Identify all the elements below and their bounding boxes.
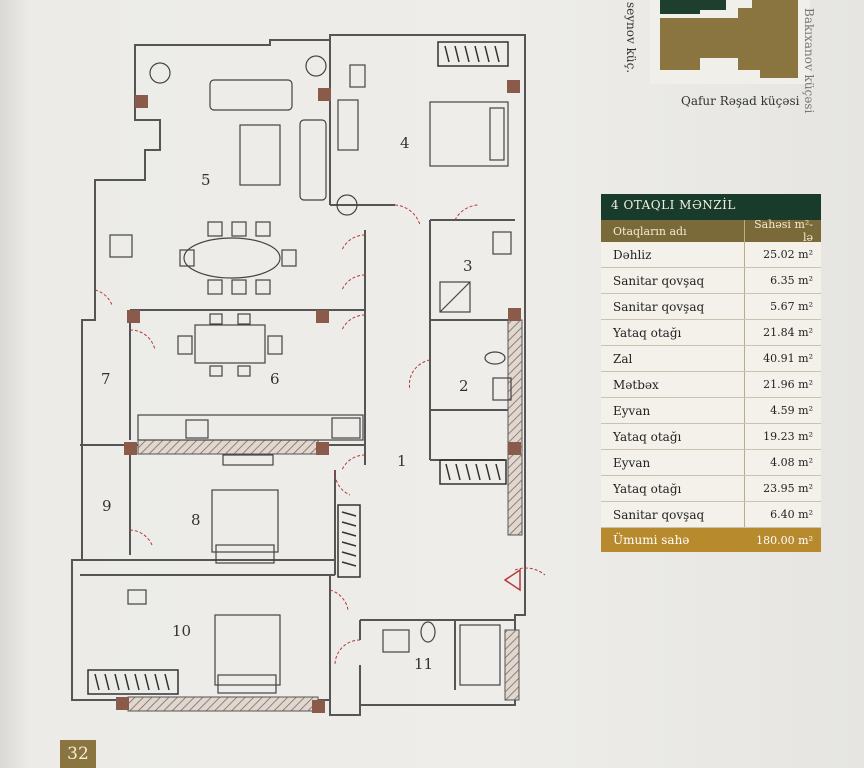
room-number-2: 2 (459, 377, 469, 395)
room-area-cell: 21.84 m² (744, 320, 821, 345)
table-header: Otaqların adı Sahəsi m²-lə (601, 218, 821, 244)
page-number: 32 (60, 740, 96, 768)
room-number-7: 7 (101, 370, 111, 388)
table-row: Sanitar qovşaq 6.40 m² (601, 502, 821, 528)
room-number-10: 10 (172, 622, 192, 640)
total-label: Ümumi sahə (613, 533, 690, 547)
room-area-table: 4 OTAQLI MƏNZİL Otaqların adı Sahəsi m²-… (601, 194, 821, 552)
street-label-right: Bakıxanov küçəsi (802, 8, 816, 114)
room-area-cell: 40.91 m² (744, 346, 821, 371)
table-row: Yataq otağı 23.95 m² (601, 476, 821, 502)
header-area: Sahəsi m²-lə (744, 218, 821, 244)
room-name-cell: Sanitar qovşaq (613, 507, 705, 522)
room-area-cell: 6.35 m² (744, 268, 821, 293)
room-name-cell: Yataq otağı (613, 325, 682, 340)
room-name-cell: Zal (613, 351, 633, 366)
table-row: Mətbəx 21.96 m² (601, 372, 821, 398)
total-area: 180.00 m² (756, 533, 813, 547)
room-number-8: 8 (191, 511, 201, 529)
room-area-cell: 5.67 m² (744, 294, 821, 319)
room-area-cell: 25.02 m² (744, 242, 821, 267)
room-area-cell: 4.08 m² (744, 450, 821, 475)
street-label-bottom: Qafur Rəşad küçəsi (681, 94, 800, 108)
room-name-cell: Yataq otağı (613, 429, 682, 444)
room-number-6: 6 (270, 370, 280, 388)
room-name-cell: Mətbəx (613, 377, 659, 392)
table-title: 4 OTAQLI MƏNZİL (601, 194, 821, 220)
entrance-marker (503, 568, 521, 592)
table-row: Eyvan 4.08 m² (601, 450, 821, 476)
table-row: Yataq otağı 21.84 m² (601, 320, 821, 346)
table-row: Dəhliz 25.02 m² (601, 242, 821, 268)
table-total-row: Ümumi sahə 180.00 m² (601, 528, 821, 552)
room-number-1: 1 (397, 452, 407, 470)
table-row: Sanitar qovşaq 6.35 m² (601, 268, 821, 294)
room-area-cell: 4.59 m² (744, 398, 821, 423)
room-number-11: 11 (414, 655, 434, 673)
building-block (660, 0, 798, 78)
room-area-cell: 21.96 m² (744, 372, 821, 397)
room-number-4: 4 (400, 134, 410, 152)
room-name-cell: Sanitar qovşaq (613, 273, 705, 288)
table-row: Zal 40.91 m² (601, 346, 821, 372)
table-row: Yataq otağı 19.23 m² (601, 424, 821, 450)
room-name-cell: Sanitar qovşaq (613, 299, 705, 314)
street-label-left: seynov küç. (624, 2, 638, 74)
table-row: Eyvan 4.59 m² (601, 398, 821, 424)
room-area-cell: 19.23 m² (744, 424, 821, 449)
room-name-cell: Eyvan (613, 455, 651, 470)
room-area-cell: 6.40 m² (744, 502, 821, 527)
room-number-5: 5 (201, 171, 211, 189)
table-row: Sanitar qovşaq 5.67 m² (601, 294, 821, 320)
room-name-cell: Dəhliz (613, 247, 652, 262)
room-name-cell: Yataq otağı (613, 481, 682, 496)
room-number-3: 3 (463, 257, 473, 275)
room-area-cell: 23.95 m² (744, 476, 821, 501)
room-name-cell: Eyvan (613, 403, 651, 418)
header-room-name: Otaqların adı (613, 224, 687, 238)
room-number-9: 9 (102, 497, 112, 515)
